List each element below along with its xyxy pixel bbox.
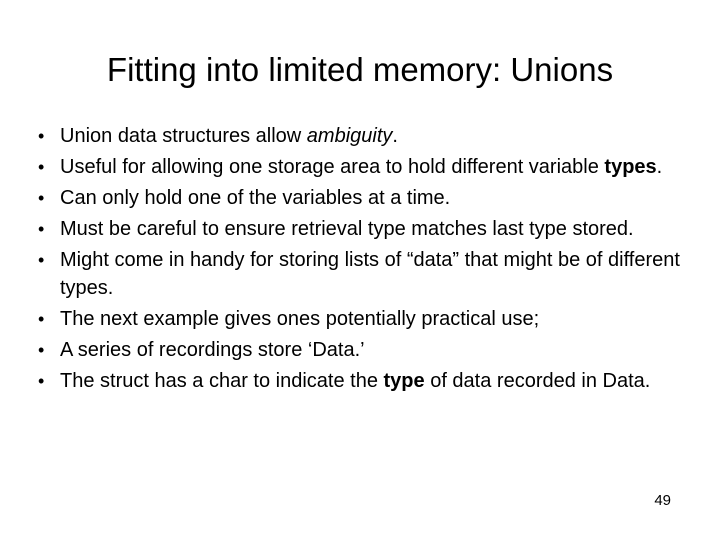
bullet-item: • The next example gives ones potentially…	[36, 305, 690, 333]
bullet-marker-icon: •	[38, 157, 45, 177]
bullet-item: • The struct has a char to indicate the t…	[36, 367, 690, 395]
bullet-marker-icon: •	[38, 219, 45, 239]
bullet-text: The struct has a char to indicate the ty…	[60, 370, 651, 392]
bullet-marker-icon: •	[38, 340, 45, 360]
page-number: 49	[654, 492, 671, 509]
bullet-marker-icon: •	[38, 126, 45, 146]
bullet-text: The next example gives ones potentially …	[60, 308, 540, 330]
bullet-text: A series of recordings store ‘Data.’	[60, 339, 365, 361]
bullet-item: • Might come in handy for storing lists o…	[36, 246, 690, 302]
bullet-text: Union data structures allow ambiguity.	[60, 125, 398, 147]
bullet-text: Might come in handy for storing lists of…	[60, 249, 680, 299]
bullet-text: Useful for allowing one storage area to …	[60, 156, 663, 178]
bullet-text: Must be careful to ensure retrieval type…	[60, 218, 634, 240]
bullet-marker-icon: •	[38, 309, 45, 329]
bullet-item: • Union data structures allow ambiguity.	[36, 122, 690, 150]
bullet-list: •Union data structures allow ambiguity.•…	[36, 122, 690, 398]
bullet-text: Can only hold one of the variables at a …	[60, 187, 451, 209]
bullet-item: • A series of recordings store ‘Data.’	[36, 336, 690, 364]
bullet-marker-icon: •	[38, 371, 45, 391]
slide-title: Fitting into limited memory: Unions	[106, 51, 614, 88]
bullet-item: • Must be careful to ensure retrieval typ…	[36, 215, 690, 243]
bullet-item: • Useful for allowing one storage area to…	[36, 153, 690, 181]
bullet-marker-icon: •	[38, 188, 45, 208]
bullet-marker-icon: •	[38, 250, 45, 270]
bullet-item: • Can only hold one of the variables at a…	[36, 184, 690, 212]
